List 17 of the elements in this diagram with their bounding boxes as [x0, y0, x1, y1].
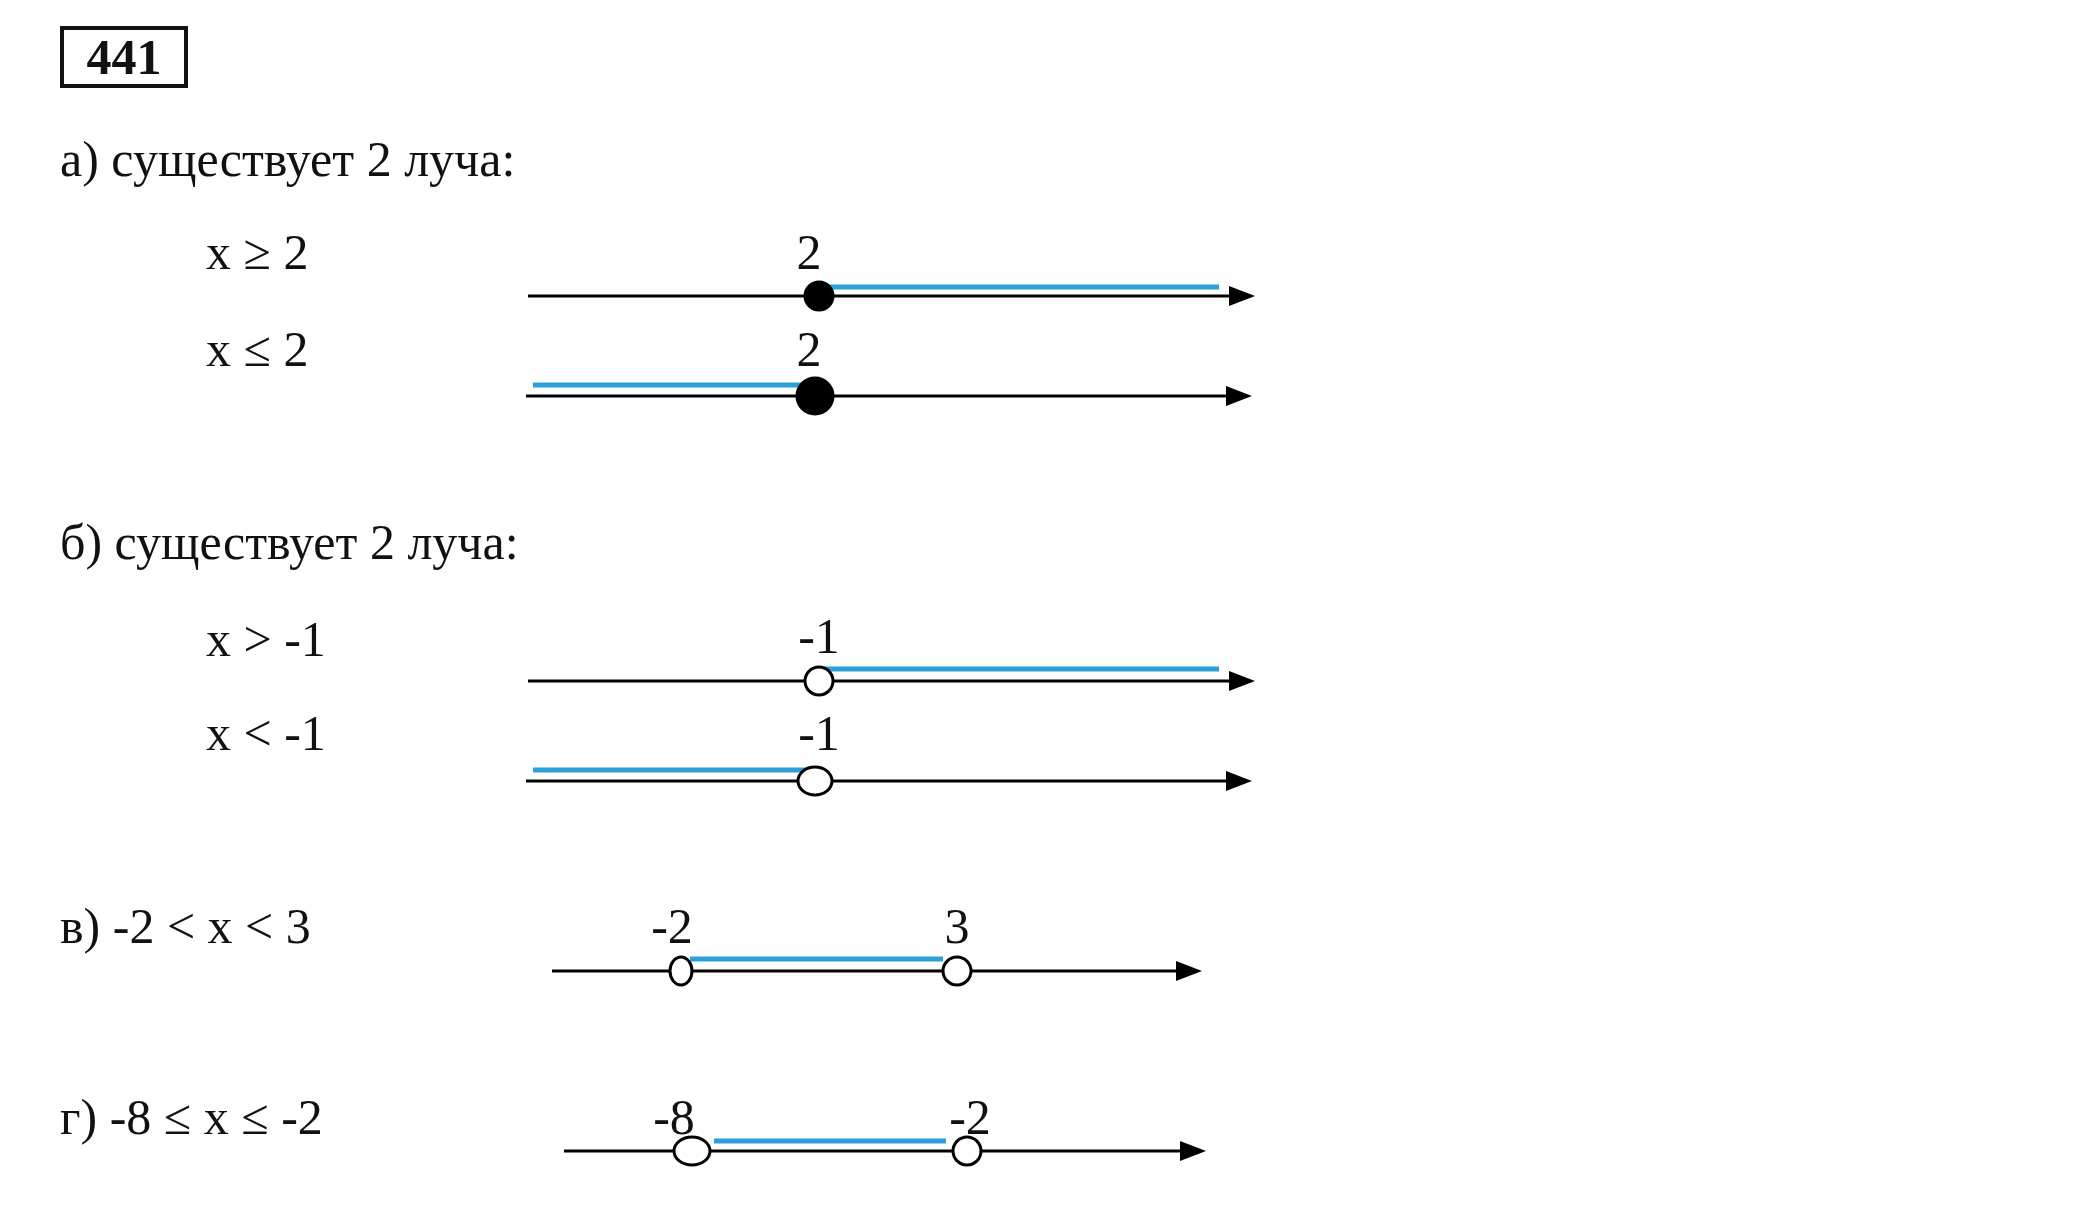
tick-label: -1 [798, 608, 840, 664]
problem-number: 441 [60, 26, 188, 88]
tick-label: 3 [944, 898, 970, 954]
tick-label: -2 [949, 1089, 991, 1145]
tick-label: -1 [798, 705, 840, 761]
math-text: г) -8 ≤ x ≤ -2 [60, 1089, 323, 1145]
tick-label: -8 [653, 1089, 695, 1145]
math-text: x > -1 [206, 611, 326, 667]
tick-label: 2 [796, 321, 822, 377]
math-text: б) существует 2 луча: [60, 514, 519, 570]
math-text: в) -2 < x < 3 [60, 898, 311, 954]
math-text: x ≥ 2 [206, 224, 309, 280]
math-text: а) существует 2 луча: [60, 131, 516, 187]
math-text: x < -1 [206, 705, 326, 761]
math-text: x ≤ 2 [206, 321, 309, 377]
tick-label: -2 [651, 898, 693, 954]
tick-label: 2 [796, 224, 822, 280]
